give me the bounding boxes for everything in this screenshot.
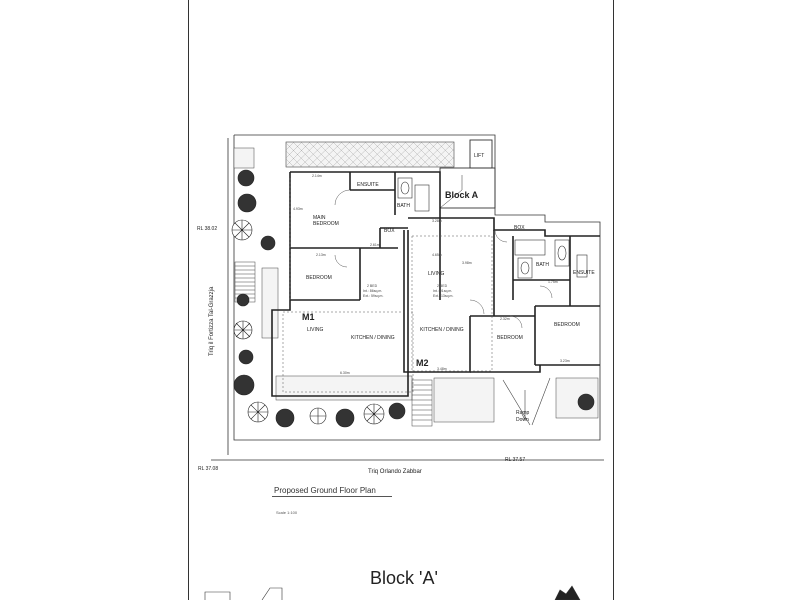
svg-text:1.75m: 1.75m bbox=[548, 280, 558, 284]
label-bath-b: BATH bbox=[536, 262, 549, 268]
trees bbox=[231, 169, 595, 428]
svg-text:Ext.: 59sq.m.: Ext.: 59sq.m. bbox=[363, 294, 383, 298]
terrace-hatch-north bbox=[285, 141, 455, 168]
level-rl-top-left: RL 38.02 bbox=[197, 226, 217, 232]
level-rl-bottom-left: RL 37.08 bbox=[198, 466, 218, 472]
title-block-fragments bbox=[204, 585, 581, 600]
label-main-bedroom-1: MAIN bbox=[313, 215, 326, 221]
sheet-title: Block 'A' bbox=[370, 568, 438, 588]
label-ensuite-a: ENSUITE bbox=[357, 182, 379, 188]
svg-text:2 BED: 2 BED bbox=[437, 284, 448, 288]
unit-a-summary: 2 BED Int.: 86sq.m. Ext.: 59sq.m. bbox=[363, 284, 383, 298]
svg-text:Int.: 91sq.m.: Int.: 91sq.m. bbox=[433, 289, 452, 293]
marker-m1: M1 bbox=[302, 312, 315, 322]
level-rl-bottom-right: RL 37.57 bbox=[505, 457, 525, 463]
door-swings bbox=[334, 189, 553, 329]
svg-text:6.30m: 6.30m bbox=[340, 371, 350, 375]
internal-dashed-lines bbox=[282, 178, 493, 393]
site-boundary bbox=[211, 134, 604, 461]
svg-text:Int.: 86sq.m.: Int.: 86sq.m. bbox=[363, 289, 382, 293]
svg-text:Ext.: 13sq.m.: Ext.: 13sq.m. bbox=[433, 294, 453, 298]
svg-text:2.61m: 2.61m bbox=[370, 243, 380, 247]
label-ramp-2: Down bbox=[516, 417, 529, 423]
unit-b-summary: 2 BED Int.: 91sq.m. Ext.: 13sq.m. bbox=[433, 284, 453, 298]
svg-text:2.14m: 2.14m bbox=[312, 174, 322, 178]
caption-underline bbox=[272, 496, 392, 497]
label-box-a: BOX bbox=[384, 228, 395, 234]
label-bedroom-b2: BEDROOM bbox=[554, 322, 580, 328]
label-bedroom-a: BEDROOM bbox=[306, 275, 332, 281]
label-kitchen-dining-a: KITCHEN / DINING bbox=[351, 335, 395, 341]
svg-text:3.28m: 3.28m bbox=[432, 219, 442, 223]
plan-caption: Proposed Ground Floor Plan bbox=[274, 486, 376, 495]
label-kitchen-dining-b: KITCHEN / DINING bbox=[420, 327, 464, 333]
label-block-a: Block A bbox=[445, 190, 479, 200]
sanitary-fittings bbox=[397, 177, 588, 279]
plan-scale: Scale 1:100 bbox=[276, 510, 298, 515]
label-lift: LIFT bbox=[474, 153, 484, 159]
svg-text:2.13m: 2.13m bbox=[316, 253, 326, 257]
terrace-hatch-south bbox=[275, 375, 599, 423]
svg-text:3.48m: 3.48m bbox=[437, 367, 447, 371]
svg-text:3.98m: 3.98m bbox=[462, 261, 472, 265]
label-living-a: LIVING bbox=[307, 327, 324, 333]
dimensions: 2.14m 4.93m 2.61m 2.13m 6.30m 3.28m 4.65… bbox=[293, 174, 570, 375]
svg-text:4.65m: 4.65m bbox=[432, 253, 442, 257]
svg-text:3.23m: 3.23m bbox=[560, 359, 570, 363]
marker-m2: M2 bbox=[416, 358, 429, 368]
label-main-bedroom-2: BEDROOM bbox=[313, 221, 339, 227]
svg-text:2 BED: 2 BED bbox=[367, 284, 378, 288]
label-box-b: BOX bbox=[514, 225, 525, 231]
label-ramp-1: Ramp bbox=[516, 410, 530, 416]
ramp bbox=[502, 377, 551, 426]
label-ensuite-b: ENSUITE bbox=[573, 270, 595, 276]
svg-text:2.32m: 2.32m bbox=[500, 317, 510, 321]
svg-text:4.93m: 4.93m bbox=[293, 207, 303, 211]
terrace-hatch-west bbox=[233, 147, 279, 339]
street-west: Triq il Fortizza Tal-Grazzja bbox=[209, 286, 215, 356]
street-south: Triq Orlando Zabbar bbox=[368, 469, 422, 475]
drawing-sheet bbox=[188, 0, 614, 600]
label-living-b: LIVING bbox=[428, 271, 445, 277]
unit-b-walls bbox=[403, 217, 600, 373]
label-bedroom-b1: BEDROOM bbox=[497, 335, 523, 341]
label-bath-a: BATH bbox=[397, 203, 410, 209]
